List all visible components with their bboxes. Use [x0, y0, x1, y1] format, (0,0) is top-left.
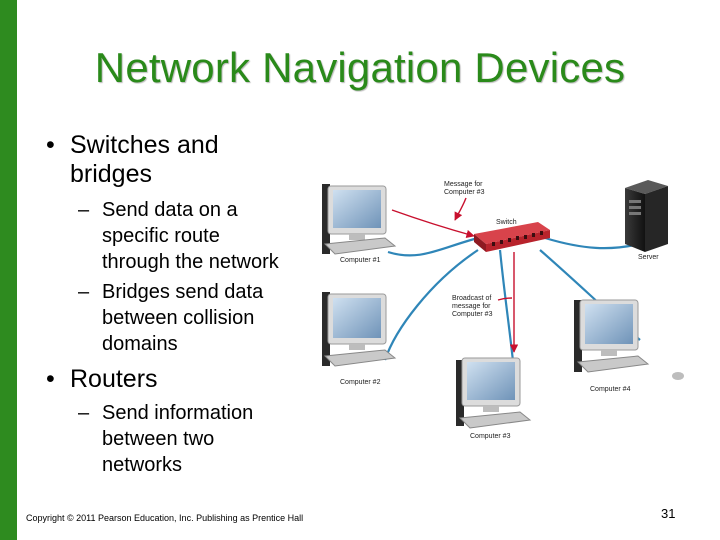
label-message-line2: Computer #3: [444, 189, 485, 196]
copyright-notice: Copyright © 2011 Pearson Education, Inc.…: [26, 513, 304, 523]
slide-title: Network Navigation Devices: [94, 44, 626, 91]
label-server: Server: [638, 254, 659, 261]
subbullet-line: between two: [102, 428, 215, 450]
switch-port: [500, 240, 503, 244]
subbullet-line: Send data on a: [102, 199, 238, 221]
message-arrows: [391, 197, 519, 353]
computer-2: [322, 292, 397, 367]
computer-4: [574, 299, 684, 380]
mouse: [672, 372, 684, 380]
subbullet-line: between collision: [102, 307, 255, 329]
switch-port: [508, 238, 511, 242]
switch-port: [516, 236, 519, 240]
dash-marker: –: [78, 402, 90, 424]
subbullet-line: Send information: [102, 402, 254, 424]
computer-3: [456, 357, 532, 429]
cable-server: [544, 236, 636, 250]
label-broadcast-line1: Broadcast of: [452, 295, 491, 302]
switch-port: [540, 231, 543, 235]
cable-computer1: [387, 236, 479, 257]
dash-marker: –: [78, 281, 90, 303]
switch-port: [492, 242, 495, 246]
arrow-broadcast-label: [497, 297, 513, 301]
label-computer1: Computer #1: [340, 257, 381, 264]
subbullet-line: specific route: [102, 225, 220, 247]
label-switch: Switch: [496, 219, 517, 226]
cable-computer2: [383, 249, 479, 361]
bullet-dot: •: [46, 365, 55, 393]
switch-device: [474, 222, 550, 252]
network-diagram: Message for Computer #3 Switch Server Br…: [322, 180, 684, 440]
bullet-dot: •: [46, 131, 55, 159]
label-broadcast-line2: message for: [452, 303, 491, 310]
arrow-message-label: [454, 197, 467, 221]
label-message-line1: Message for: [444, 181, 483, 188]
switch-port: [524, 235, 527, 239]
subbullet-line: networks: [102, 454, 183, 476]
accent-bar: [0, 0, 17, 540]
subbullet-line: domains: [102, 333, 178, 355]
server-tower: [625, 180, 668, 252]
label-computer3: Computer #3: [470, 433, 511, 440]
subbullet-line: through the network: [102, 251, 279, 273]
screen: [333, 190, 381, 228]
page-number: 31: [661, 506, 676, 521]
computer-1: [322, 184, 397, 255]
screen: [585, 304, 633, 344]
label-broadcast-line3: Computer #3: [452, 311, 493, 318]
switch-port: [532, 233, 535, 237]
dash-marker: –: [78, 199, 90, 221]
bullet-text: Routers: [70, 365, 158, 393]
screen: [467, 362, 515, 400]
label-computer2: Computer #2: [340, 379, 381, 386]
arrow-computer1-to-switch: [391, 209, 475, 239]
bullet-text: Switches and: [70, 131, 219, 159]
label-computer4: Computer #4: [590, 386, 631, 393]
screen: [333, 298, 381, 338]
subbullet-line: Bridges send data: [102, 281, 264, 303]
bullet-text: bridges: [70, 160, 152, 188]
